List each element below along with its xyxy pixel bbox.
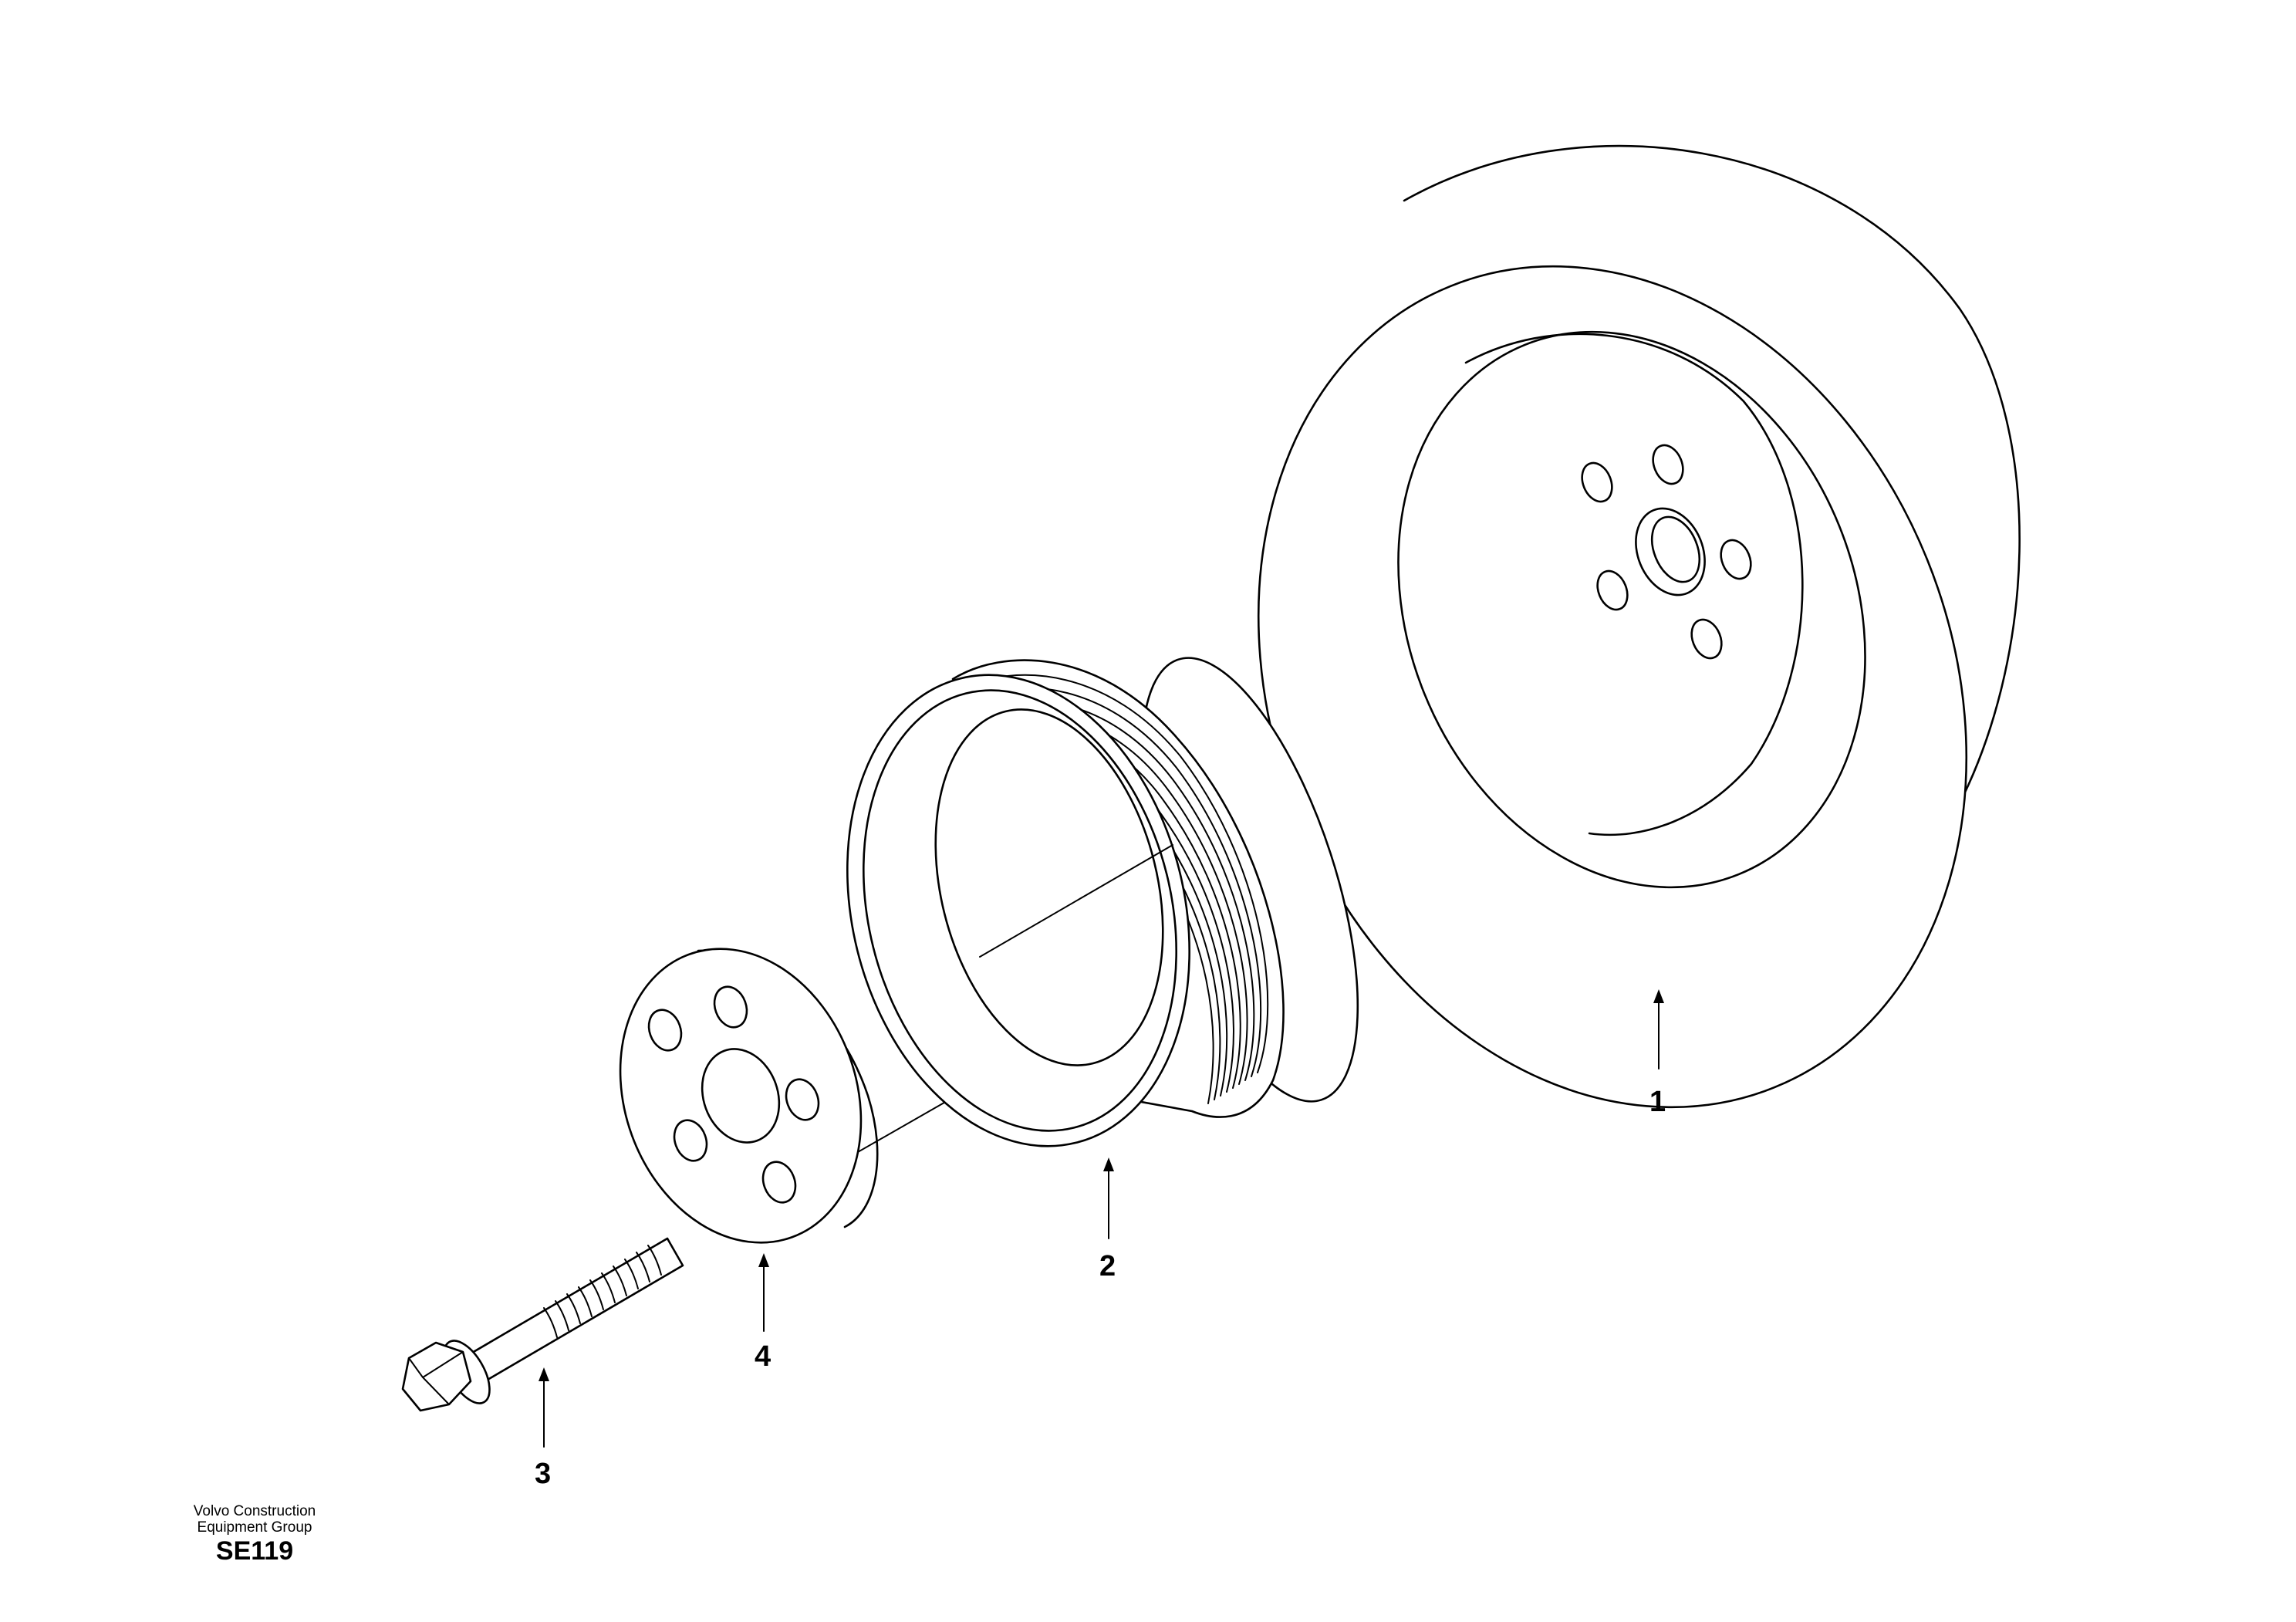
damper-bolt-hole — [1581, 461, 1613, 503]
damper-recess-floor — [1464, 333, 1804, 836]
plate-bolt-hole — [673, 1119, 708, 1162]
callout-2: 2 — [1099, 1250, 1116, 1282]
damper-bolt-hole — [1690, 618, 1723, 660]
damper-inner-recess — [1397, 330, 1866, 889]
publisher-name-line-2: Equipment Group — [197, 1519, 312, 1536]
publisher-name-line-1: Volvo Construction — [193, 1503, 316, 1519]
pulley-front-flange — [846, 674, 1190, 1147]
plate-face — [619, 948, 863, 1244]
pulley-axis-segment — [979, 844, 1173, 958]
part-2-belt-pulley[interactable] — [799, 634, 1402, 1183]
screw-shank — [461, 1237, 684, 1387]
plate-bolt-hole — [647, 1009, 683, 1052]
publisher-footer: Volvo Construction Equipment Group SE119 — [139, 1503, 370, 1566]
damper-hub-hole-inner — [1650, 515, 1701, 583]
diagram-code: SE119 — [215, 1536, 294, 1566]
callout-4: 4 — [755, 1340, 771, 1373]
leader-arrows — [539, 989, 1664, 1448]
screw-threads — [543, 1245, 662, 1338]
part-1-vibration-damper[interactable] — [1136, 144, 2088, 1215]
pulley-inner-bore — [934, 708, 1164, 1066]
damper-bolt-hole — [1652, 444, 1684, 485]
callout-1: 1 — [1649, 1086, 1666, 1118]
plate-bolt-hole — [785, 1078, 820, 1121]
plate-bolt-hole — [761, 1161, 797, 1204]
callout-3: 3 — [535, 1458, 551, 1490]
part-3-flange-screw[interactable] — [401, 1237, 684, 1412]
screw-hex-face-edges — [408, 1351, 464, 1405]
damper-hub-hole — [1635, 507, 1706, 596]
plate-center-hole — [701, 1048, 781, 1144]
part-4-spacer-plate[interactable] — [580, 914, 900, 1276]
screw-hex-head — [401, 1341, 472, 1412]
damper-bolt-hole — [1596, 569, 1629, 611]
plate-bolt-hole — [713, 985, 748, 1029]
pulley-front-flange-inner — [862, 689, 1178, 1132]
damper-bolt-hole — [1720, 539, 1752, 580]
